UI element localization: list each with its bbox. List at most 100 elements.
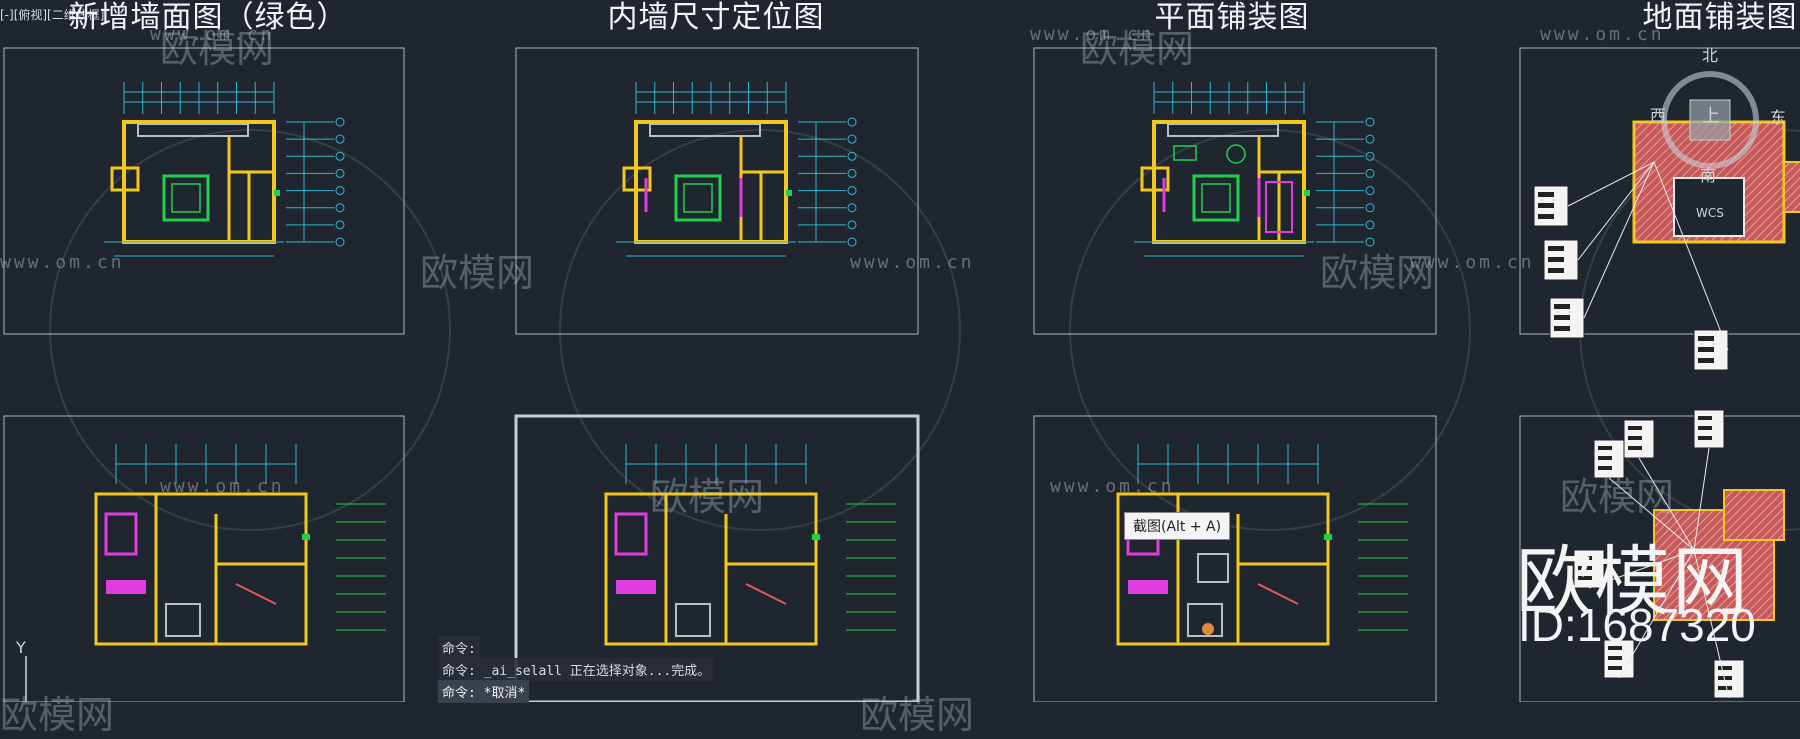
material-note-text bbox=[1718, 686, 1732, 690]
material-note-text bbox=[1548, 268, 1564, 273]
axis-bubble bbox=[1365, 117, 1375, 127]
new-wall-square bbox=[1201, 183, 1231, 213]
new-wall-square bbox=[162, 174, 210, 222]
axis-bubble bbox=[335, 134, 345, 144]
magenta-wall bbox=[106, 580, 146, 594]
magenta-wall bbox=[616, 580, 656, 594]
furniture-symbol bbox=[1202, 623, 1214, 635]
wall-outline bbox=[1140, 166, 1170, 192]
material-note-text bbox=[1698, 426, 1712, 430]
axis-bubble bbox=[335, 151, 345, 161]
new-wall-square bbox=[683, 183, 713, 213]
watermark-url: www.om.cn bbox=[150, 24, 275, 45]
material-note-text bbox=[1608, 666, 1622, 670]
wall-outline bbox=[110, 166, 140, 192]
leader-line bbox=[1638, 457, 1695, 551]
leader-line bbox=[1693, 549, 1730, 699]
watermark-brand: 欧模网 bbox=[420, 251, 535, 295]
material-note-text bbox=[1718, 666, 1732, 670]
axis-bubble bbox=[1365, 134, 1375, 144]
watermark-url: www.om.cn bbox=[850, 252, 975, 273]
ucs-axis-icon bbox=[25, 656, 27, 702]
viewport-label[interactable]: [-][俯视][二维线框] bbox=[0, 8, 105, 22]
title-flat-paving-plan: 平面铺装图 bbox=[1154, 0, 1310, 35]
material-note-text bbox=[1578, 566, 1592, 570]
axis-bubble bbox=[1365, 186, 1375, 196]
command-input-line[interactable]: 命令: *取消* bbox=[438, 680, 530, 703]
new-wall-square bbox=[1192, 174, 1240, 222]
title-floor-paving-plan: 地面铺装图 bbox=[1642, 0, 1798, 35]
compass-north-label: 北 bbox=[1702, 46, 1719, 65]
axis-bubble bbox=[847, 203, 857, 213]
wall-outline bbox=[634, 120, 788, 244]
brand-watermark: 欧模网 bbox=[1516, 537, 1750, 626]
material-note-text bbox=[1628, 426, 1642, 430]
ucs-y-label: Y bbox=[16, 638, 26, 657]
axis-bubble bbox=[847, 220, 857, 230]
material-note-text bbox=[1578, 576, 1592, 580]
living-room-blank bbox=[1673, 177, 1745, 237]
magenta-wall bbox=[1128, 580, 1168, 594]
material-note-text bbox=[1554, 326, 1570, 331]
material-note-text bbox=[1698, 347, 1714, 352]
green-marker bbox=[786, 190, 792, 196]
leader-line bbox=[1608, 477, 1695, 551]
brand-id: ID:1687320 bbox=[1518, 599, 1756, 651]
axis-bubble bbox=[1365, 168, 1375, 178]
leader-line bbox=[1567, 161, 1655, 207]
axis-bubble bbox=[335, 186, 345, 196]
new-wall-square bbox=[171, 183, 201, 213]
material-note-text bbox=[1548, 257, 1564, 262]
bath-fixture bbox=[165, 603, 201, 637]
axis-bubble bbox=[847, 168, 857, 178]
watermark-url: www.om.cn bbox=[1050, 476, 1175, 497]
axis-bubble bbox=[335, 237, 345, 247]
green-marker bbox=[1324, 534, 1332, 540]
watermark-brand: 欧模网 bbox=[1560, 475, 1675, 519]
axis-bubble bbox=[1365, 237, 1375, 247]
red-annotation bbox=[745, 583, 787, 605]
bath-fixture bbox=[675, 603, 711, 637]
balcony bbox=[137, 123, 249, 137]
material-note-text bbox=[1608, 656, 1622, 660]
material-note-text bbox=[1608, 646, 1622, 650]
red-annotation bbox=[235, 583, 277, 605]
watermark-url: www.om.cn bbox=[160, 476, 285, 497]
axis-bubble bbox=[1365, 203, 1375, 213]
leader-line bbox=[1588, 549, 1695, 589]
axis-bubble bbox=[335, 117, 345, 127]
leader-line bbox=[1618, 549, 1695, 679]
axis-bubble bbox=[847, 117, 857, 127]
material-note-text bbox=[1698, 336, 1714, 341]
command-history-line: 命令: bbox=[438, 636, 480, 659]
wcs-label[interactable]: WCS bbox=[1696, 206, 1724, 220]
view-cube-icon[interactable] bbox=[1650, 60, 1770, 190]
material-note-text bbox=[1538, 192, 1554, 197]
watermark-brand: 欧模网 bbox=[1320, 251, 1435, 295]
axis-bubble bbox=[335, 168, 345, 178]
wall-outline bbox=[122, 120, 276, 244]
green-marker bbox=[812, 534, 820, 540]
balcony bbox=[649, 123, 761, 137]
axis-bubble bbox=[1365, 151, 1375, 161]
leader-line bbox=[1653, 161, 1729, 351]
watermark-url: www.om.cn bbox=[1540, 24, 1665, 45]
axis-bubble bbox=[335, 220, 345, 230]
view-cube-top-face[interactable]: 上 bbox=[1702, 106, 1720, 127]
axis-bubble bbox=[335, 203, 345, 213]
wall-outline bbox=[604, 492, 818, 646]
material-note-text bbox=[1718, 676, 1732, 680]
compass-east-label: 东 bbox=[1770, 108, 1787, 127]
title-inner-wall-dimension-plan: 内墙尺寸定位图 bbox=[607, 0, 825, 35]
furniture-symbol bbox=[1173, 145, 1197, 161]
watermark-url: www.om.cn bbox=[1410, 252, 1535, 273]
wall-outline bbox=[622, 166, 652, 192]
material-note-text bbox=[1698, 436, 1712, 440]
material-note-text bbox=[1538, 203, 1554, 208]
floor-plans bbox=[94, 82, 1800, 699]
compass-west-label: 西 bbox=[1650, 106, 1667, 125]
material-note-text bbox=[1628, 436, 1642, 440]
material-note-text bbox=[1598, 446, 1612, 450]
screenshot-tooltip: 截图(Alt + A) bbox=[1124, 512, 1231, 540]
